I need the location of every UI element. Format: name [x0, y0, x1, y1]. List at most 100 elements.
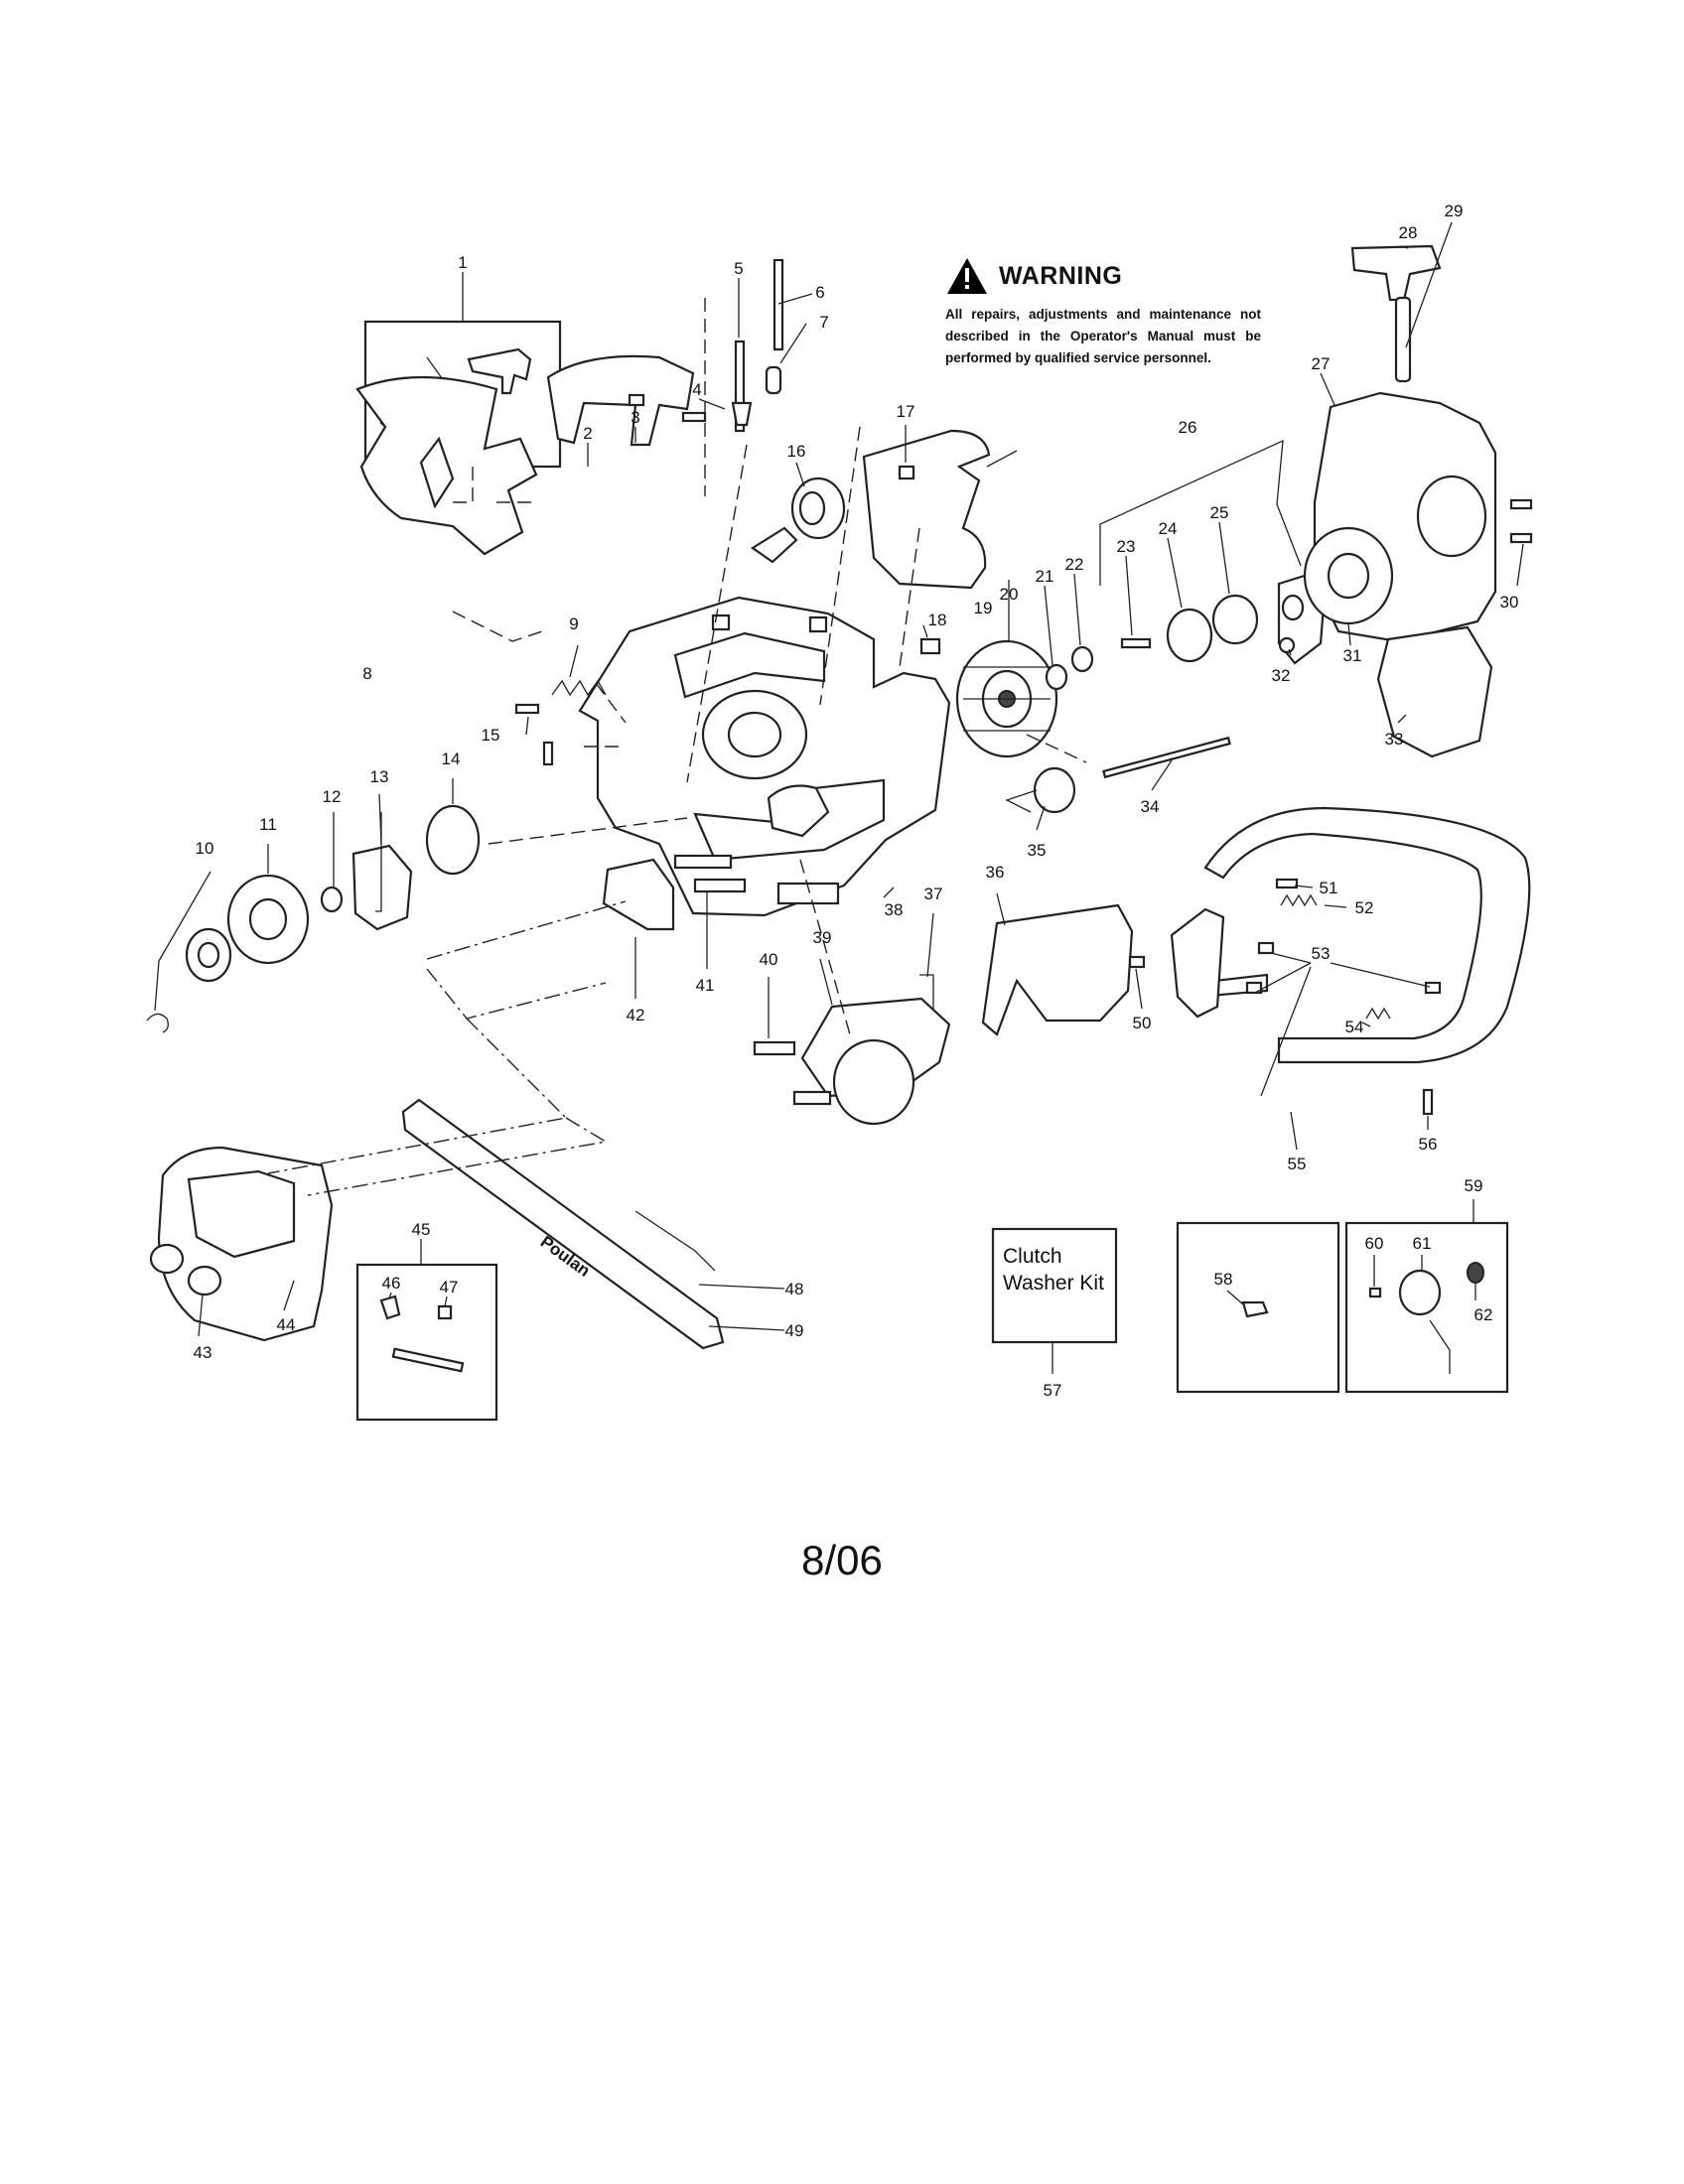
part-56-screw — [1422, 1088, 1434, 1116]
part-16-filter — [751, 477, 846, 564]
callout-5: 5 — [734, 259, 743, 278]
callout-16: 16 — [787, 442, 806, 461]
callout-21: 21 — [1036, 567, 1054, 586]
part-28-starter-grip — [1350, 244, 1442, 383]
kit-box-57 — [991, 1227, 1118, 1344]
callout-6: 6 — [815, 283, 824, 302]
callout-25: 25 — [1210, 503, 1229, 522]
part-38-dampers — [776, 882, 840, 905]
callout-60: 60 — [1365, 1234, 1384, 1253]
part-18-clip — [919, 637, 941, 655]
part-55-front-handle — [1203, 806, 1531, 1064]
part-30-screw-a — [1509, 498, 1533, 510]
callout-20: 20 — [1000, 585, 1019, 604]
part-48-chain — [634, 1210, 716, 1272]
part-9-spring — [551, 679, 607, 697]
part-15-screw-b — [542, 741, 554, 766]
callout-30: 30 — [1500, 593, 1519, 612]
callout-24: 24 — [1159, 519, 1178, 538]
part-53-screw-c — [1424, 981, 1442, 995]
part-34-rod — [1102, 736, 1231, 779]
callout-33: 33 — [1385, 730, 1404, 749]
part-3-screw — [628, 393, 707, 423]
part-50-screw — [1128, 955, 1146, 969]
warning-text: All repairs, adjustments and maintenance… — [945, 307, 1261, 365]
part-53-screw-b — [1245, 981, 1263, 995]
clutch-washer-kit-label: Clutch Washer Kit — [1003, 1245, 1104, 1295]
callout-37: 37 — [924, 885, 943, 903]
callout-27: 27 — [1312, 354, 1331, 373]
callout-48: 48 — [785, 1280, 804, 1298]
callout-13: 13 — [370, 767, 389, 786]
callout-12: 12 — [323, 787, 342, 806]
part-15-screw-a — [514, 703, 540, 715]
part-20-bracket — [862, 429, 991, 590]
part-42-plate — [602, 858, 675, 931]
callout-numbers: 1 2 3 4 5 6 7 8 9 10 11 12 13 14 15 16 1… — [194, 202, 1519, 1400]
callout-31: 31 — [1343, 646, 1362, 665]
part-40-bolt-a — [753, 1040, 796, 1056]
callout-49: 49 — [785, 1321, 804, 1340]
callout-47: 47 — [440, 1278, 459, 1297]
callout-52: 52 — [1355, 898, 1374, 917]
part-46-tensioner — [379, 1295, 401, 1320]
callout-1: 1 — [458, 253, 467, 272]
leader-lines — [154, 221, 1524, 1374]
part-45-screw — [391, 1347, 465, 1373]
part-53-screw-a — [1257, 941, 1275, 955]
callout-58: 58 — [1214, 1270, 1233, 1289]
callout-62: 62 — [1474, 1305, 1493, 1324]
callout-44: 44 — [277, 1315, 296, 1334]
callout-39: 39 — [813, 928, 832, 947]
warning-header: WARNING — [945, 256, 1261, 296]
part-43-nuts — [149, 1243, 222, 1297]
callout-15: 15 — [482, 726, 500, 745]
assembly-lines — [267, 298, 1087, 1196]
part-2-handle-cover — [546, 354, 695, 447]
part-17-pin — [898, 465, 915, 480]
footer-date: 8/06 — [801, 1537, 883, 1583]
callout-19: 19 — [974, 599, 993, 617]
callout-22: 22 — [1065, 555, 1084, 574]
part-32-nut — [1278, 636, 1296, 654]
warning-triangle-icon — [947, 258, 987, 294]
callout-35: 35 — [1028, 841, 1047, 860]
part-59-oil-pump-kit — [1368, 1262, 1484, 1374]
callout-56: 56 — [1419, 1135, 1438, 1154]
callout-32: 32 — [1272, 666, 1291, 685]
kit-box-59 — [1344, 1221, 1509, 1394]
callout-46: 46 — [382, 1274, 401, 1293]
callout-57: 57 — [1044, 1381, 1062, 1400]
part-33-shroud — [1376, 625, 1493, 758]
callout-28: 28 — [1399, 223, 1418, 242]
callout-51: 51 — [1320, 879, 1338, 897]
callout-17: 17 — [897, 402, 915, 421]
callout-34: 34 — [1141, 797, 1160, 816]
callout-3: 3 — [631, 408, 639, 427]
callout-2: 2 — [583, 424, 592, 443]
kit-box-45 — [355, 1263, 498, 1422]
part-crankcase — [578, 596, 951, 917]
callout-26: 26 — [1179, 418, 1197, 437]
callout-4: 4 — [692, 380, 701, 399]
part-41-bolt-a — [673, 854, 733, 870]
callout-50: 50 — [1133, 1014, 1152, 1032]
callout-10: 10 — [196, 839, 214, 858]
part-58-part — [1241, 1300, 1269, 1318]
part-40-bolt-b — [792, 1090, 832, 1106]
callout-29: 29 — [1445, 202, 1464, 220]
warning-notice: WARNING All repairs, adjustments and mai… — [945, 256, 1261, 369]
part-35-oil-pump — [1005, 766, 1076, 814]
part-10-14-clutch — [146, 804, 481, 1033]
part-47-nut — [437, 1304, 453, 1320]
part-36-hand-guard — [981, 903, 1134, 1036]
callout-41: 41 — [696, 976, 715, 995]
callout-8: 8 — [362, 664, 371, 683]
part-4-7-bars — [731, 258, 784, 433]
callout-23: 23 — [1117, 537, 1136, 556]
callout-42: 42 — [627, 1006, 645, 1024]
part-51-pin — [1275, 878, 1299, 889]
callout-61: 61 — [1413, 1234, 1432, 1253]
part-41-bolt-b — [693, 878, 747, 893]
